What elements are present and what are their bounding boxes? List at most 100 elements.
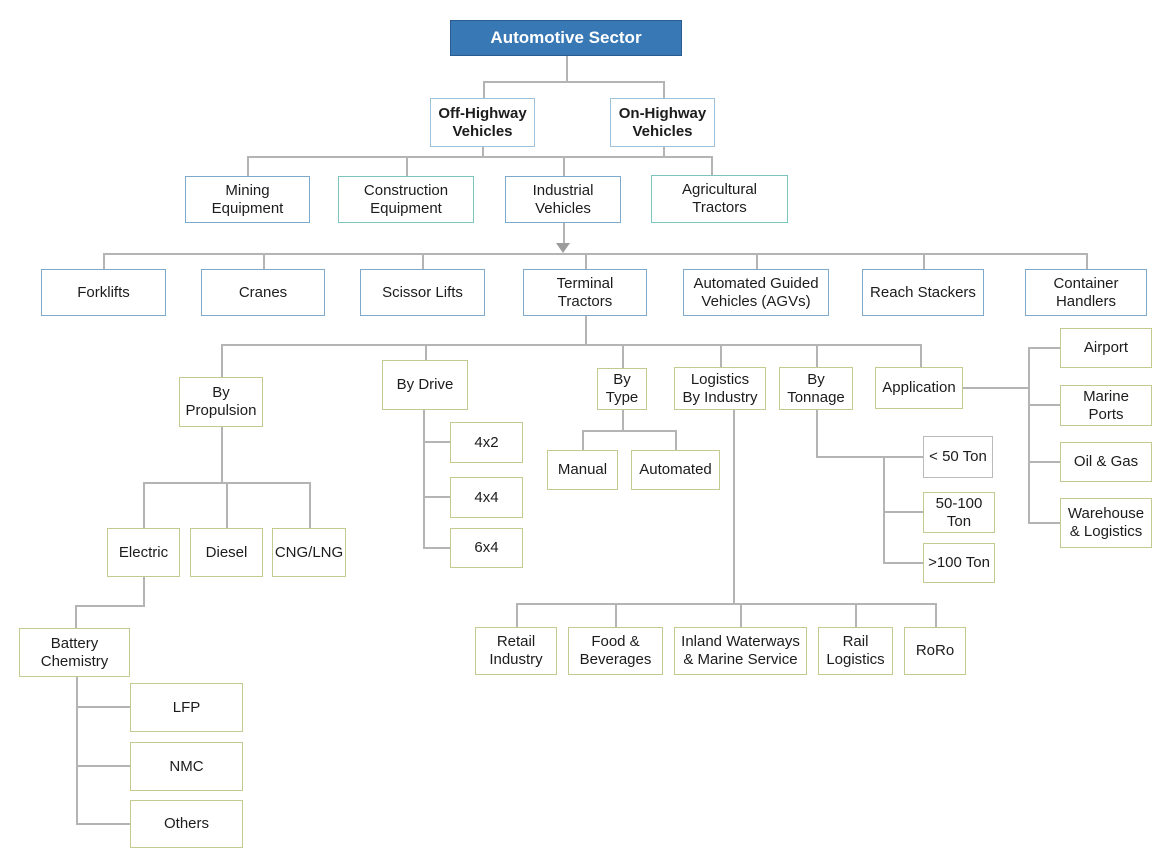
node-diesel: Diesel xyxy=(190,528,263,577)
connector-line xyxy=(923,253,925,269)
connector-line xyxy=(740,603,742,627)
connector-line xyxy=(963,387,1029,389)
connector-line xyxy=(75,605,77,628)
node-industrial-vehicles: Industrial Vehicles xyxy=(505,176,621,223)
connector-line xyxy=(566,56,568,81)
node-terminal-tractors: Terminal Tractors xyxy=(523,269,647,316)
connector-line xyxy=(563,156,565,176)
node-warehouse-logistics: Warehouse & Logistics xyxy=(1060,498,1152,548)
connector-line xyxy=(247,156,249,176)
connector-line xyxy=(76,765,130,767)
connector-line xyxy=(76,823,130,825)
connector-line xyxy=(483,81,665,83)
connector-line xyxy=(920,344,922,367)
connector-line xyxy=(263,253,265,269)
node-ton-gt100: >100 Ton xyxy=(923,543,995,583)
node-scissor-lifts: Scissor Lifts xyxy=(360,269,485,316)
connector-line xyxy=(103,253,1088,255)
connector-line xyxy=(309,482,311,528)
node-electric: Electric xyxy=(107,528,180,577)
node-retail-industry: Retail Industry xyxy=(475,627,557,675)
node-nmc: NMC xyxy=(130,742,243,791)
node-ton-50-100: 50-100 Ton xyxy=(923,492,995,533)
node-by-tonnage: By Tonnage xyxy=(779,367,853,410)
node-construction-equipment: Construction Equipment xyxy=(338,176,474,223)
node-manual: Manual xyxy=(547,450,618,490)
connector-line xyxy=(423,547,450,549)
connector-line xyxy=(422,253,424,269)
connector-line xyxy=(585,316,587,346)
connector-line xyxy=(855,603,857,627)
connector-line xyxy=(1086,253,1088,269)
connector-line xyxy=(622,410,624,430)
connector-line xyxy=(423,441,450,443)
node-ton-lt50: < 50 Ton xyxy=(923,436,993,478)
connector-line xyxy=(816,410,818,457)
connector-line xyxy=(582,430,677,432)
connector-line xyxy=(1028,347,1061,349)
connector-line xyxy=(425,344,427,360)
connector-line xyxy=(585,253,587,269)
connector-line xyxy=(226,482,228,528)
connector-line xyxy=(76,706,130,708)
connector-line xyxy=(816,344,818,367)
connector-line xyxy=(883,456,885,564)
connector-line xyxy=(663,81,665,98)
node-oil-gas: Oil & Gas xyxy=(1060,442,1152,482)
connector-line xyxy=(935,603,937,627)
connector-line xyxy=(423,496,450,498)
node-on-highway-vehicles: On-Highway Vehicles xyxy=(610,98,715,147)
connector-line xyxy=(883,562,924,564)
node-agv: Automated Guided Vehicles (AGVs) xyxy=(683,269,829,316)
node-by-propulsion: By Propulsion xyxy=(179,377,263,427)
connector-line xyxy=(247,156,713,158)
connector-line xyxy=(483,81,485,98)
connector-line xyxy=(221,344,922,346)
node-cranes: Cranes xyxy=(201,269,325,316)
node-roro: RoRo xyxy=(904,627,966,675)
connector-line xyxy=(221,344,223,377)
arrow-down-icon xyxy=(556,243,570,253)
node-forklifts: Forklifts xyxy=(41,269,166,316)
node-automated: Automated xyxy=(631,450,720,490)
connector-line xyxy=(615,603,617,627)
node-automotive-sector: Automotive Sector xyxy=(450,20,682,56)
node-mining-equipment: Mining Equipment xyxy=(185,176,310,223)
node-by-drive: By Drive xyxy=(382,360,468,410)
node-reach-stackers: Reach Stackers xyxy=(862,269,984,316)
node-airport: Airport xyxy=(1060,328,1152,368)
connector-line xyxy=(423,410,425,549)
node-container-handlers: Container Handlers xyxy=(1025,269,1147,316)
node-cng-lng: CNG/LNG xyxy=(272,528,346,577)
connector-line xyxy=(675,430,677,450)
node-agricultural-tractors: Agricultural Tractors xyxy=(651,175,788,223)
node-battery-chemistry: Battery Chemistry xyxy=(19,628,130,677)
connector-line xyxy=(76,677,78,824)
connector-line xyxy=(103,253,105,269)
node-food-beverages: Food & Beverages xyxy=(568,627,663,675)
connector-line xyxy=(720,344,722,367)
connector-line xyxy=(1028,522,1061,524)
node-application: Application xyxy=(875,367,963,409)
node-off-highway-vehicles: Off-Highway Vehicles xyxy=(430,98,535,147)
connector-line xyxy=(582,430,584,450)
node-drive-4x2: 4x2 xyxy=(450,422,523,463)
connector-line xyxy=(1028,347,1030,524)
connector-line xyxy=(1028,404,1061,406)
connector-line xyxy=(563,223,565,245)
node-rail-logistics: Rail Logistics xyxy=(818,627,893,675)
connector-line xyxy=(516,603,518,627)
node-drive-6x4: 6x4 xyxy=(450,528,523,568)
node-inland-waterways: Inland Waterways & Marine Service xyxy=(674,627,807,675)
connector-line xyxy=(1028,461,1061,463)
node-lfp: LFP xyxy=(130,683,243,732)
connector-line xyxy=(75,605,145,607)
connector-line xyxy=(622,344,624,368)
node-drive-4x4: 4x4 xyxy=(450,477,523,518)
node-by-type: By Type xyxy=(597,368,647,410)
connector-line xyxy=(143,577,145,606)
connector-line xyxy=(883,511,924,513)
connector-line xyxy=(143,482,145,528)
node-others: Others xyxy=(130,800,243,848)
